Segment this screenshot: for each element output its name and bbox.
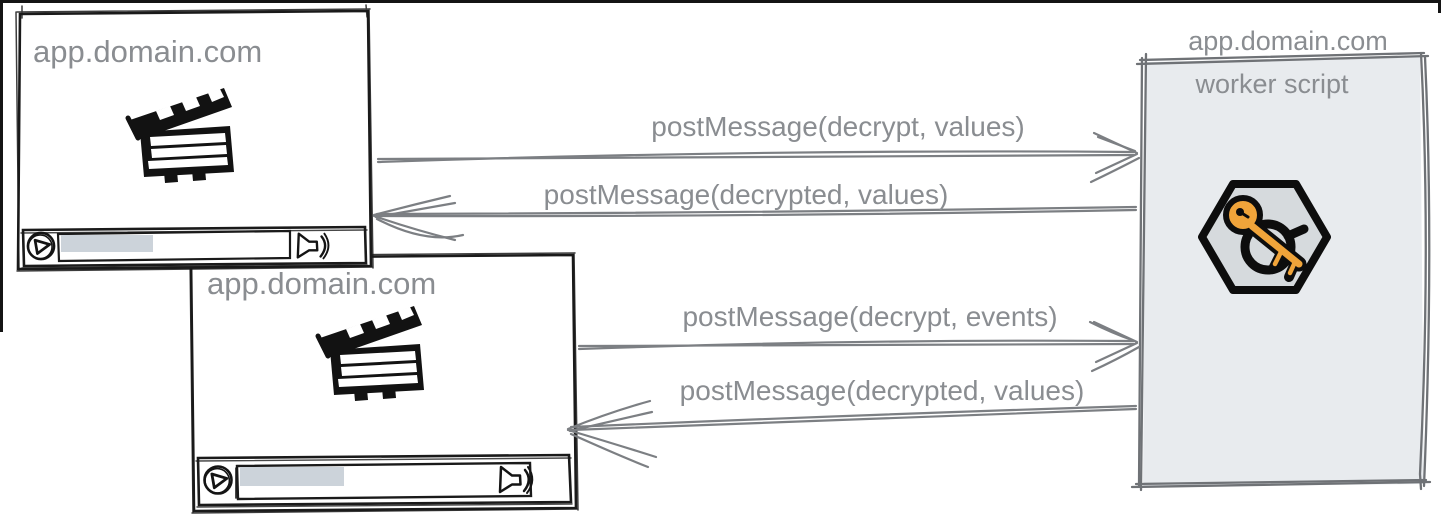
worker-box xyxy=(1130,51,1432,492)
worker-script-label: worker script xyxy=(1195,69,1349,99)
play-icon xyxy=(26,231,56,261)
player2-domain-label: app.domain.com xyxy=(207,266,437,301)
progress-fill xyxy=(240,467,344,486)
message-arrow-3 xyxy=(577,320,1141,373)
player2-window xyxy=(188,252,579,514)
canvas-left-border xyxy=(0,0,3,332)
canvas-top-border xyxy=(0,0,1441,3)
message-label-3: postMessage(decrypt, events) xyxy=(682,301,1058,332)
progress-bar xyxy=(56,229,292,263)
player2-control-bar xyxy=(195,453,573,508)
player1-window xyxy=(15,4,374,272)
play-icon xyxy=(203,465,233,495)
message-label-1: postMessage(decrypt, values) xyxy=(651,111,1025,142)
message-arrow-4 xyxy=(566,399,1138,469)
message-arrow-1 xyxy=(376,131,1141,184)
player1-domain-label: app.domain.com xyxy=(33,34,263,69)
worker-domain-label: app.domain.com xyxy=(1188,26,1388,56)
message-label-4: postMessage(decrypted, values) xyxy=(679,375,1085,406)
progress-bar xyxy=(235,461,533,501)
message-label-2: postMessage(decrypted, values) xyxy=(543,179,949,210)
progress-fill xyxy=(61,235,153,252)
keys-icon xyxy=(1223,195,1309,282)
hexagon-keys-icon xyxy=(1198,180,1331,294)
canvas-right-border xyxy=(1438,0,1441,13)
message-arrow-2 xyxy=(372,194,1138,242)
player1-control-bar xyxy=(20,225,368,269)
